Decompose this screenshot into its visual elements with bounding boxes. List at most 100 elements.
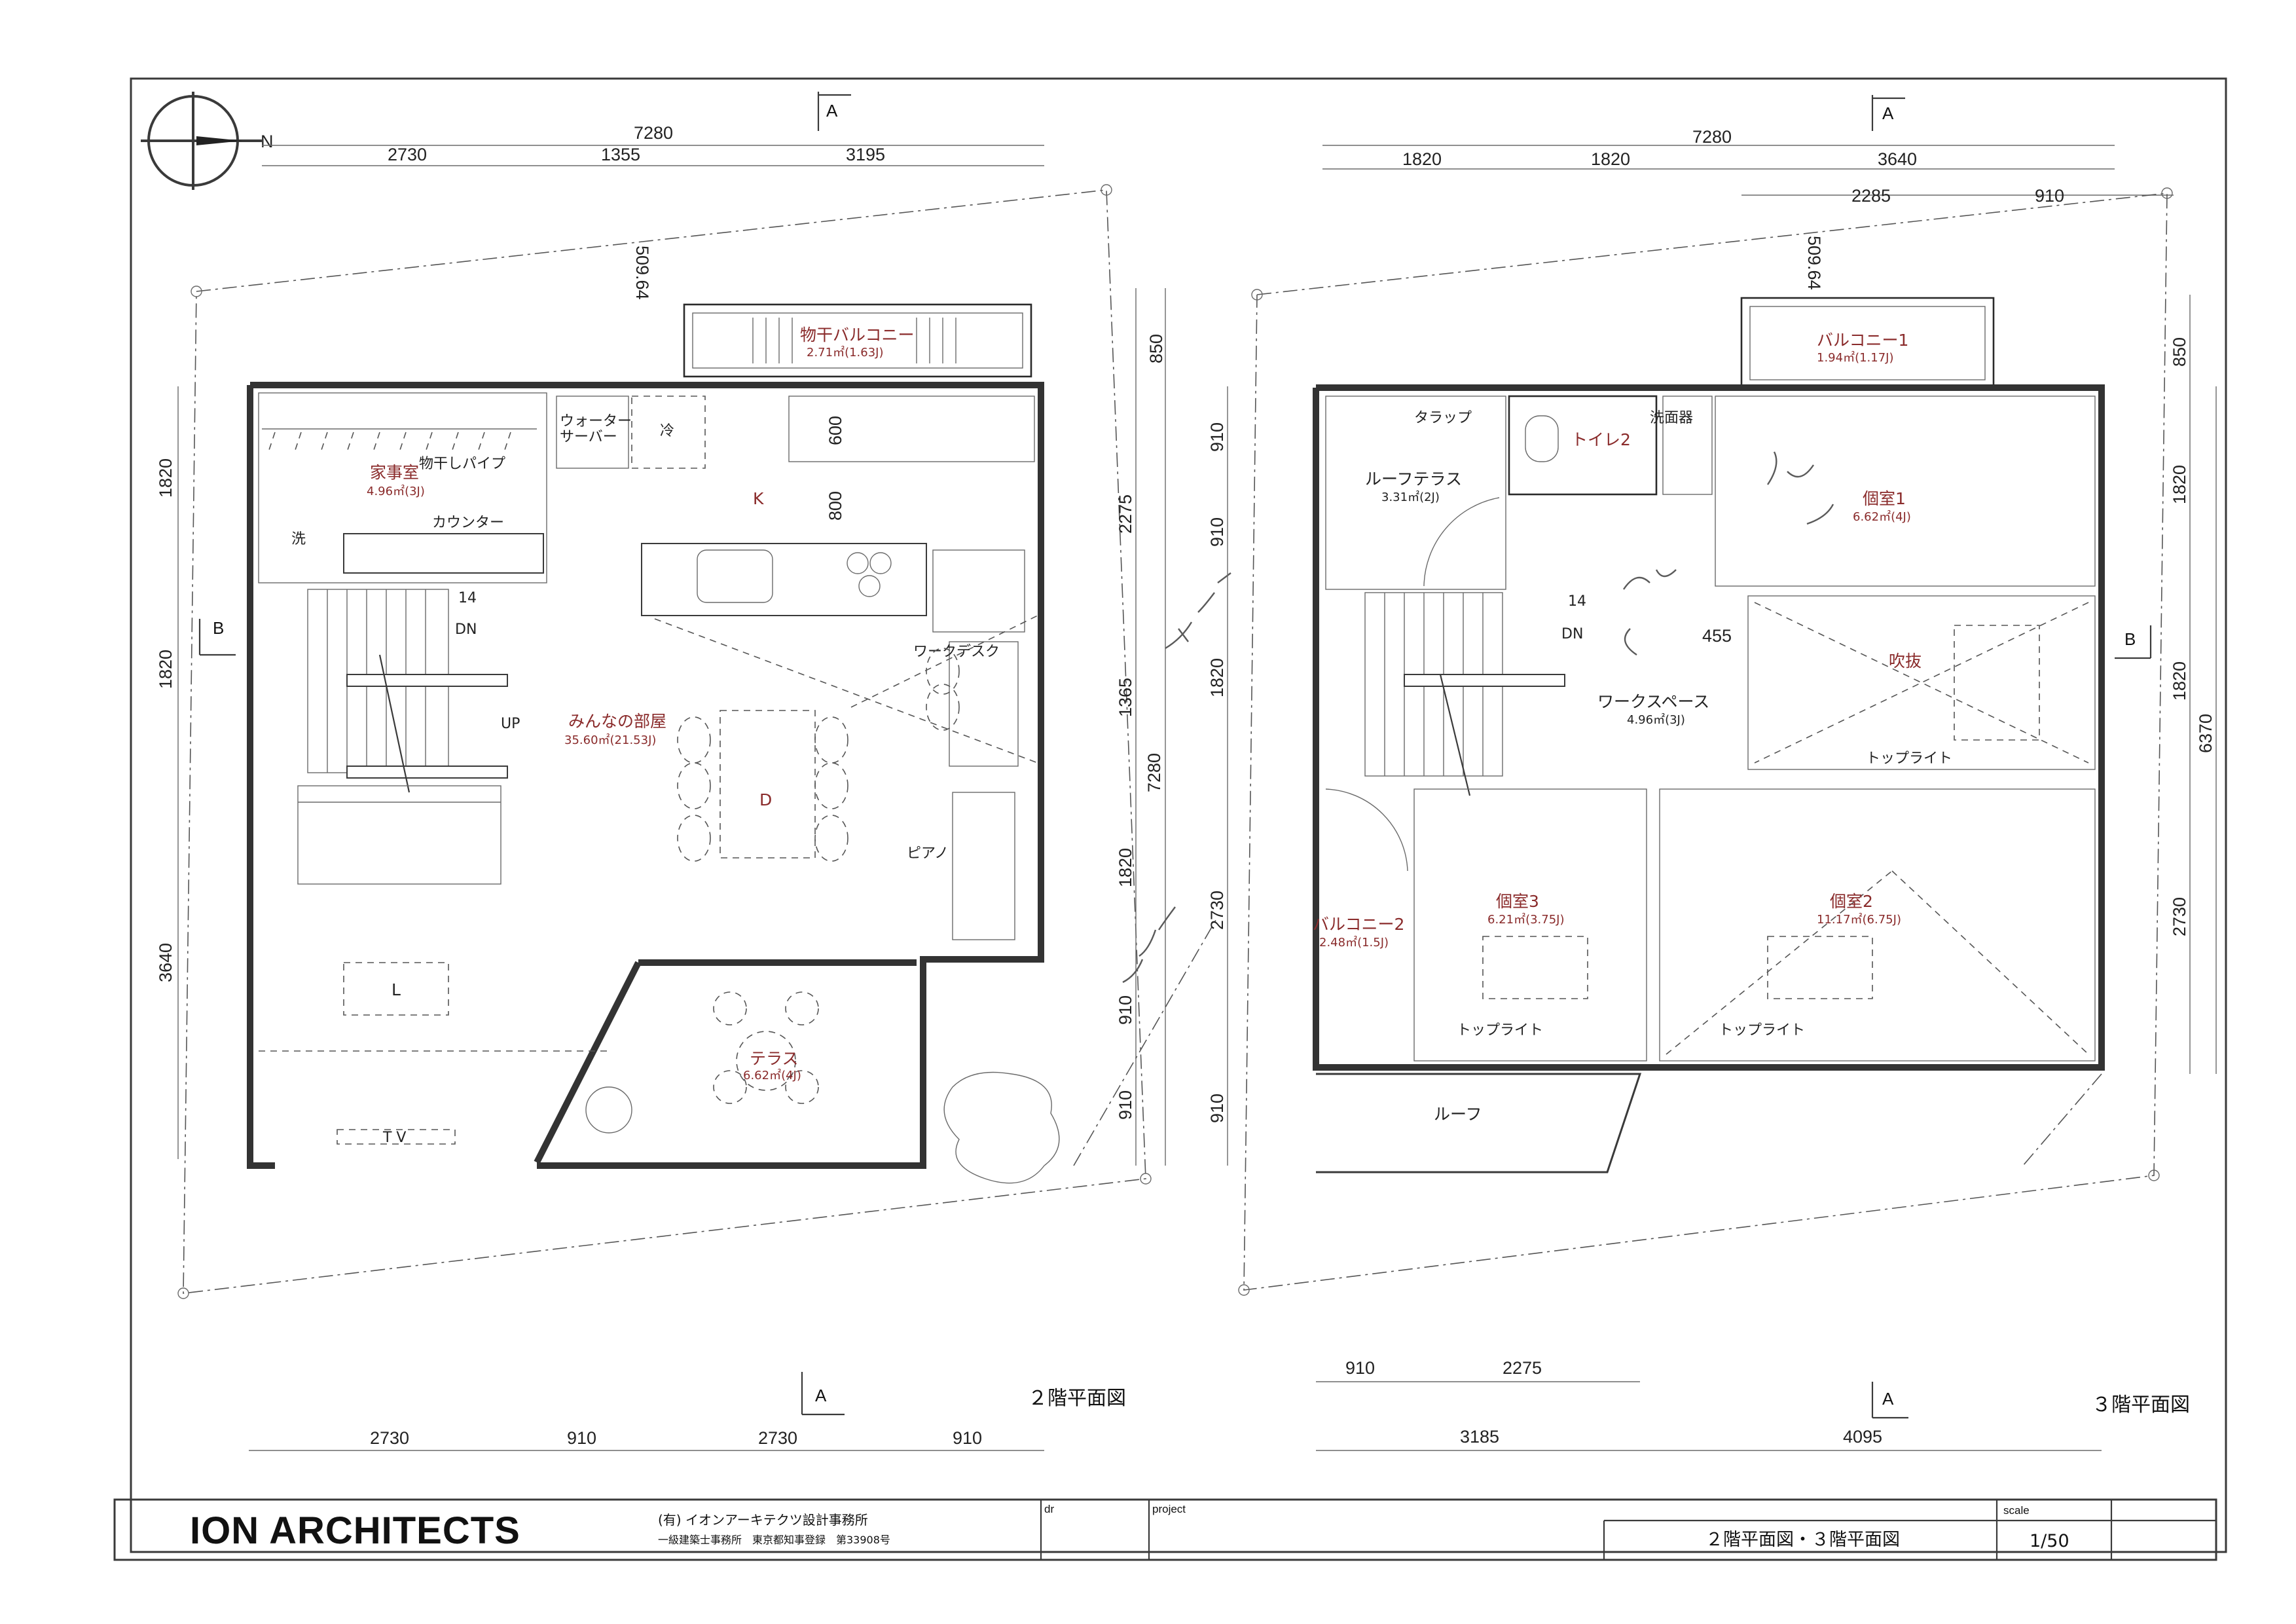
f2-terrace-name: テラス	[750, 1049, 799, 1068]
f3-stairs: 14 DN	[1364, 592, 1586, 796]
f2-dim-bottom-2: 910	[567, 1428, 596, 1448]
f3-roof-terrace-name: ルーフテラス	[1365, 470, 1462, 489]
f3-dim-right-1: 850	[2170, 337, 2189, 367]
f2-balcony-area: 2.71㎡(1.63J)	[807, 345, 884, 360]
f2-section-b: B	[198, 618, 236, 656]
f3-void-name: 吹抜	[1889, 652, 1922, 671]
f3-room2-area: 11.17㎡(6.75J)	[1817, 912, 1901, 927]
f2-work-desk	[949, 641, 1019, 767]
f2-living-area: 35.60㎡(21.53J)	[564, 733, 656, 747]
f2-tv	[337, 1129, 456, 1145]
drawn-label: dr	[1044, 1503, 1054, 1515]
f3-roof-name: ルーフ	[1434, 1105, 1482, 1124]
f2-balcony-name: 物干バルコニー	[800, 325, 915, 344]
f2-living-name: みんなの部屋	[568, 712, 666, 731]
f3-dim-right-3: 1820	[2170, 661, 2189, 701]
f2-fridge	[631, 396, 706, 469]
f2-dim-right-2: 2275	[1116, 494, 1135, 534]
f3-roof-terrace-area: 3.31㎡(2J)	[1381, 490, 1440, 504]
f2-dim-misc-3: 600	[826, 416, 845, 445]
drawing-name: ２階平面図・３階平面図	[1705, 1530, 1900, 1550]
f3-balcony1-area: 1.94㎡(1.17J)	[1817, 350, 1894, 365]
f3-section-a-bottom: A	[1871, 1382, 1908, 1419]
f3-balcony2-name: バルコニー2	[1313, 915, 1404, 934]
f3-room1-area: 6.62㎡(4J)	[1853, 509, 1911, 524]
f3-toilet2-name: トイレ2	[1571, 430, 1631, 449]
f2-kitchen-label: K	[753, 489, 764, 508]
svg-text:B: B	[213, 618, 224, 638]
f3-dim-right-4: 2730	[2170, 897, 2189, 936]
f2-sofa	[297, 785, 501, 885]
f2-stair-up: UP	[501, 716, 520, 732]
f2-kitchen-counter	[641, 543, 927, 616]
f2-wash: 洗	[291, 531, 306, 547]
project-label: project	[1152, 1503, 1186, 1515]
sheet-border	[130, 77, 2227, 1553]
f3-balcony2-area: 2.48㎡(1.5J)	[1319, 935, 1389, 950]
f2-dim-left-3: 3640	[156, 943, 175, 982]
f2-dim-right-6: 910	[1116, 1090, 1135, 1120]
f2-dashdot-line	[1073, 916, 1218, 1166]
f3-room2-name: 個室2	[1830, 892, 1873, 911]
f2-section-a-bottom: A	[801, 1372, 845, 1416]
f2-stair-dn: DN	[455, 621, 477, 638]
f2-counter-label: カウンター	[432, 515, 504, 531]
f2-dim-right-5: 910	[1116, 995, 1135, 1025]
f3-room2-toplight: トップライト	[1719, 1022, 1805, 1039]
f2-dim-left-1: 1820	[156, 458, 175, 498]
f3-void	[1747, 595, 2096, 770]
f3-section-b: B	[2115, 625, 2152, 659]
f3-dim-top2-2: 910	[2035, 186, 2064, 206]
f2-dining-label: D	[759, 790, 772, 809]
title-block: ION ARCHITECTS (有) イオンアーキテクツ設計事務所 一級建築士事…	[113, 1498, 2217, 1561]
f2-dining-table	[720, 710, 816, 858]
f2-dim-misc-4: 800	[826, 491, 845, 521]
f3-dim-right-2: 1820	[2170, 465, 2189, 504]
f2-stair-count: 14	[458, 590, 477, 606]
f2-dim-right-1: 850	[1146, 334, 1166, 363]
f3-void-toplight: トップライト	[1866, 750, 1952, 767]
company-registration: 一級建築士事務所 東京都知事登録 第33908号	[658, 1534, 890, 1546]
f2-dim-right-4: 1820	[1116, 848, 1135, 887]
f3-section-a-top: A	[1871, 95, 1905, 131]
f3-room3-toplight: トップライト	[1457, 1022, 1543, 1039]
f2-dim-right-3: 1365	[1116, 678, 1135, 717]
f3-dim-bottom2-1: 3185	[1460, 1427, 1499, 1447]
f2-dim-bottom-3: 2730	[758, 1428, 797, 1448]
f3-room3-area: 6.21㎡(3.75J)	[1487, 912, 1565, 927]
f2-stairs: 14 DN UP	[307, 589, 520, 793]
svg-text:A: A	[1882, 103, 1894, 123]
f3-workspace-name: ワークスペース	[1597, 692, 1709, 711]
f3-stair-dn: DN	[1561, 626, 1583, 642]
f2-terrace-area: 6.62㎡(4J)	[743, 1068, 801, 1082]
f2-work-desk-label: ワークデスク	[913, 644, 1000, 660]
f3-dim-top-3: 3640	[1878, 149, 1917, 169]
f2-section-a-top: A	[817, 92, 851, 131]
f3-toilet2	[1508, 395, 1658, 496]
f2-utility-area: 4.96㎡(3J)	[367, 484, 425, 498]
f3-room1-name: 個室1	[1863, 489, 1906, 508]
f3-sink	[1662, 396, 1713, 495]
f3-sink-label: 洗面器	[1650, 410, 1693, 426]
f2-fridge-label: 冷	[660, 423, 674, 439]
f2-handwritten-note-1	[1165, 572, 1231, 650]
f3-dim-left-4: 2730	[1207, 891, 1227, 930]
f2-dim-misc-1: 509.64	[632, 246, 652, 300]
f3-stair-count: 14	[1568, 593, 1586, 610]
f3-dim-top-1: 1820	[1402, 149, 1442, 169]
f3-dim-left-3: 1820	[1207, 658, 1227, 697]
brand-logo: ION ARCHITECTS	[190, 1509, 520, 1552]
f2-dim-left-2: 1820	[156, 650, 175, 689]
f3-dim-right-total: 6370	[2196, 714, 2215, 753]
f2-water-server-label: ウォーターサーバー	[560, 413, 632, 445]
f2-dim-top-total: 7280	[634, 123, 673, 143]
f2-dim-top-1: 2730	[388, 145, 427, 164]
f3-room3-name: 個室3	[1496, 892, 1539, 911]
svg-text:B: B	[2124, 629, 2136, 649]
f3-dim-bottom1-1: 910	[1345, 1358, 1375, 1378]
f3-dim-misc-2: 455	[1702, 626, 1732, 646]
f2-balcony	[683, 303, 1032, 378]
f2-water-server	[556, 396, 629, 469]
f2-dim-top-2: 1355	[601, 145, 640, 164]
